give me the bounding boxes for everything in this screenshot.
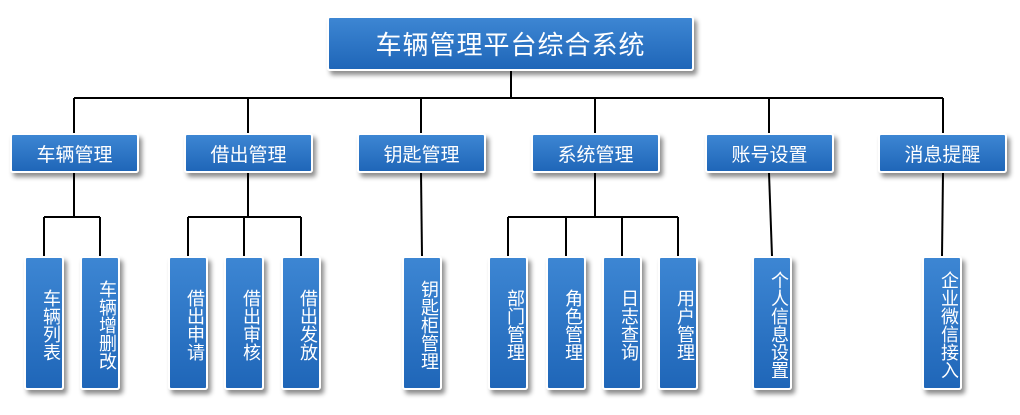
category-label: 车辆管理: [36, 143, 113, 166]
leaf-label: 用户管理: [674, 289, 695, 361]
leaf-label: 钥匙柜管理: [418, 280, 439, 370]
leaf-label: 角色管理: [562, 289, 583, 361]
root-label: 车辆管理平台综合系统: [375, 31, 646, 61]
leaf-label: 车辆列表: [40, 289, 61, 361]
leaf-account-profile: 个人信息设置: [752, 256, 792, 390]
leaf-label: 借出申请: [184, 289, 205, 361]
leaf-message-wecom: 企业微信接入: [922, 256, 962, 390]
root-node: 车辆管理平台综合系统: [327, 16, 694, 71]
category-label: 系统管理: [557, 143, 634, 166]
category-key: 钥匙管理: [357, 133, 486, 173]
leaf-system-log: 日志查询: [602, 256, 642, 390]
leaf-lending-issue: 借出发放: [281, 256, 321, 390]
category-message: 消息提醒: [878, 133, 1007, 173]
category-label: 账号设置: [731, 143, 808, 166]
category-vehicle: 车辆管理: [10, 133, 139, 173]
leaf-label: 日志查询: [618, 289, 639, 361]
leaf-vehicle-list: 车辆列表: [24, 256, 64, 390]
leaf-lending-apply: 借出申请: [168, 256, 208, 390]
category-label: 钥匙管理: [383, 143, 460, 166]
leaf-key-cabinet: 钥匙柜管理: [402, 256, 442, 390]
category-account: 账号设置: [705, 133, 834, 173]
child-connector: [941, 172, 944, 257]
child-connector: [768, 172, 773, 257]
child-connector: [420, 172, 423, 257]
leaf-vehicle-crud: 车辆增删改: [80, 256, 120, 390]
leaf-label: 借出发放: [297, 289, 318, 361]
leaf-system-dept: 部门管理: [488, 256, 528, 390]
leaf-system-user: 用户管理: [658, 256, 698, 390]
category-label: 借出管理: [210, 143, 287, 166]
leaf-label: 企业微信接入: [938, 271, 959, 379]
leaf-system-role: 角色管理: [546, 256, 586, 390]
category-label: 消息提醒: [904, 143, 981, 166]
leaf-label: 借出审核: [240, 289, 261, 361]
leaf-label: 个人信息设置: [768, 271, 789, 379]
leaf-label: 部门管理: [504, 289, 525, 361]
leaf-lending-review: 借出审核: [224, 256, 264, 390]
category-lending: 借出管理: [184, 133, 313, 173]
category-system: 系统管理: [531, 133, 660, 173]
leaf-label: 车辆增删改: [96, 280, 117, 370]
